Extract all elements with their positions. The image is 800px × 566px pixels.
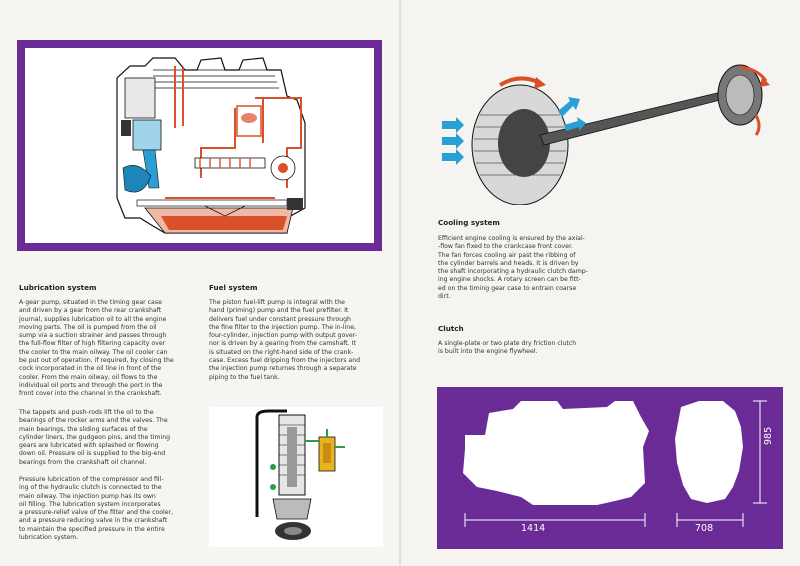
lubrication-para-3: Pressure lubrication of the compressor a… — [19, 476, 174, 542]
lubrication-diagram — [25, 48, 374, 243]
lubrication-para-1: A gear pump, situated in the timing gear… — [19, 299, 174, 398]
fuel-heading: Fuel system — [209, 283, 258, 292]
dimension-height: 985 — [763, 426, 774, 445]
clutch-para: A single-plate or two plate dry friction… — [438, 340, 577, 356]
lubrication-para-2: The tappets and push-rods lift the oil t… — [19, 409, 171, 466]
cooling-fan-drawing — [442, 64, 770, 205]
engine-dimensions-diagram: 1414 708 985 — [437, 387, 783, 549]
lubrication-heading: Lubrication system — [19, 283, 97, 292]
dimension-width: 708 — [695, 523, 714, 534]
injection-pump-drawing — [255, 409, 345, 540]
fuel-para: The piston fuel-lift pump is integral wi… — [209, 299, 361, 381]
page-gutter — [399, 0, 401, 566]
lubrication-diagram-frame — [17, 40, 382, 251]
cooling-heading: Cooling system — [438, 218, 500, 227]
engine-silhouettes — [463, 400, 767, 527]
clutch-heading: Clutch — [438, 324, 464, 333]
fuel-system-illustration — [209, 407, 383, 547]
dimension-length: 1414 — [521, 523, 546, 534]
engine-cutaway-drawing — [116, 57, 306, 234]
cooling-para: Efficient engine cooling is ensured by t… — [438, 235, 588, 301]
